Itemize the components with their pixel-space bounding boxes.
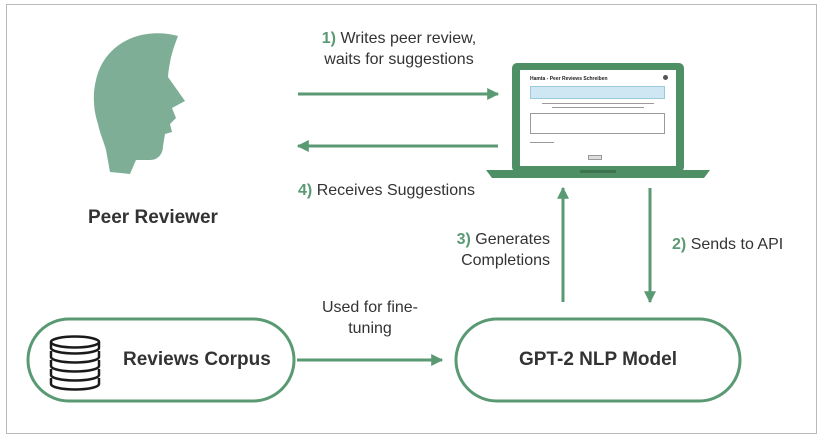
step4-text: Receives Suggestions bbox=[316, 182, 475, 199]
laptop-screen: Hamta - Peer Reviews Schreiben bbox=[520, 70, 676, 166]
step3-number: 3) bbox=[456, 231, 471, 248]
screen-text-line bbox=[552, 107, 644, 108]
diagram-frame bbox=[6, 4, 817, 434]
step1-label: 1) Writes peer review, waits for suggest… bbox=[302, 28, 496, 70]
help-icon bbox=[663, 75, 668, 80]
step2-number: 2) bbox=[672, 236, 687, 253]
step4-number: 4) bbox=[298, 182, 313, 199]
peer-reviewer-label: Peer Reviewer bbox=[88, 207, 218, 228]
screen-textarea bbox=[530, 113, 665, 134]
gpt2-model-label: GPT-2 NLP Model bbox=[518, 349, 677, 370]
finetune-line2: tuning bbox=[348, 320, 392, 337]
screen-info-box bbox=[530, 86, 665, 99]
step1-number: 1) bbox=[321, 30, 337, 47]
step4-label: 4) Receives Suggestions bbox=[298, 180, 475, 201]
step3-line2: Completions bbox=[461, 252, 550, 269]
screen-title: Hamta - Peer Reviews Schreiben bbox=[530, 76, 608, 82]
screen-text-line bbox=[530, 142, 554, 143]
reviews-corpus-label: Reviews Corpus bbox=[123, 349, 271, 370]
finetune-line1: Used for fine- bbox=[321, 299, 419, 316]
finetune-label: Used for fine- tuning bbox=[308, 297, 432, 339]
step2-label: 2) Sends to API bbox=[672, 234, 783, 255]
step3-line1: Generates bbox=[475, 231, 550, 248]
reviewer-head-icon bbox=[93, 33, 185, 175]
step3-label: 3) Generates Completions bbox=[438, 229, 550, 271]
database-icon bbox=[49, 335, 101, 391]
screen-text-line bbox=[542, 103, 654, 104]
step1-line2: waits for suggestions bbox=[324, 51, 474, 68]
screen-button bbox=[588, 155, 602, 160]
step2-text: Sends to API bbox=[690, 236, 784, 253]
gpt2-model-node bbox=[454, 317, 742, 403]
step1-line1: Writes peer review, bbox=[340, 30, 477, 47]
